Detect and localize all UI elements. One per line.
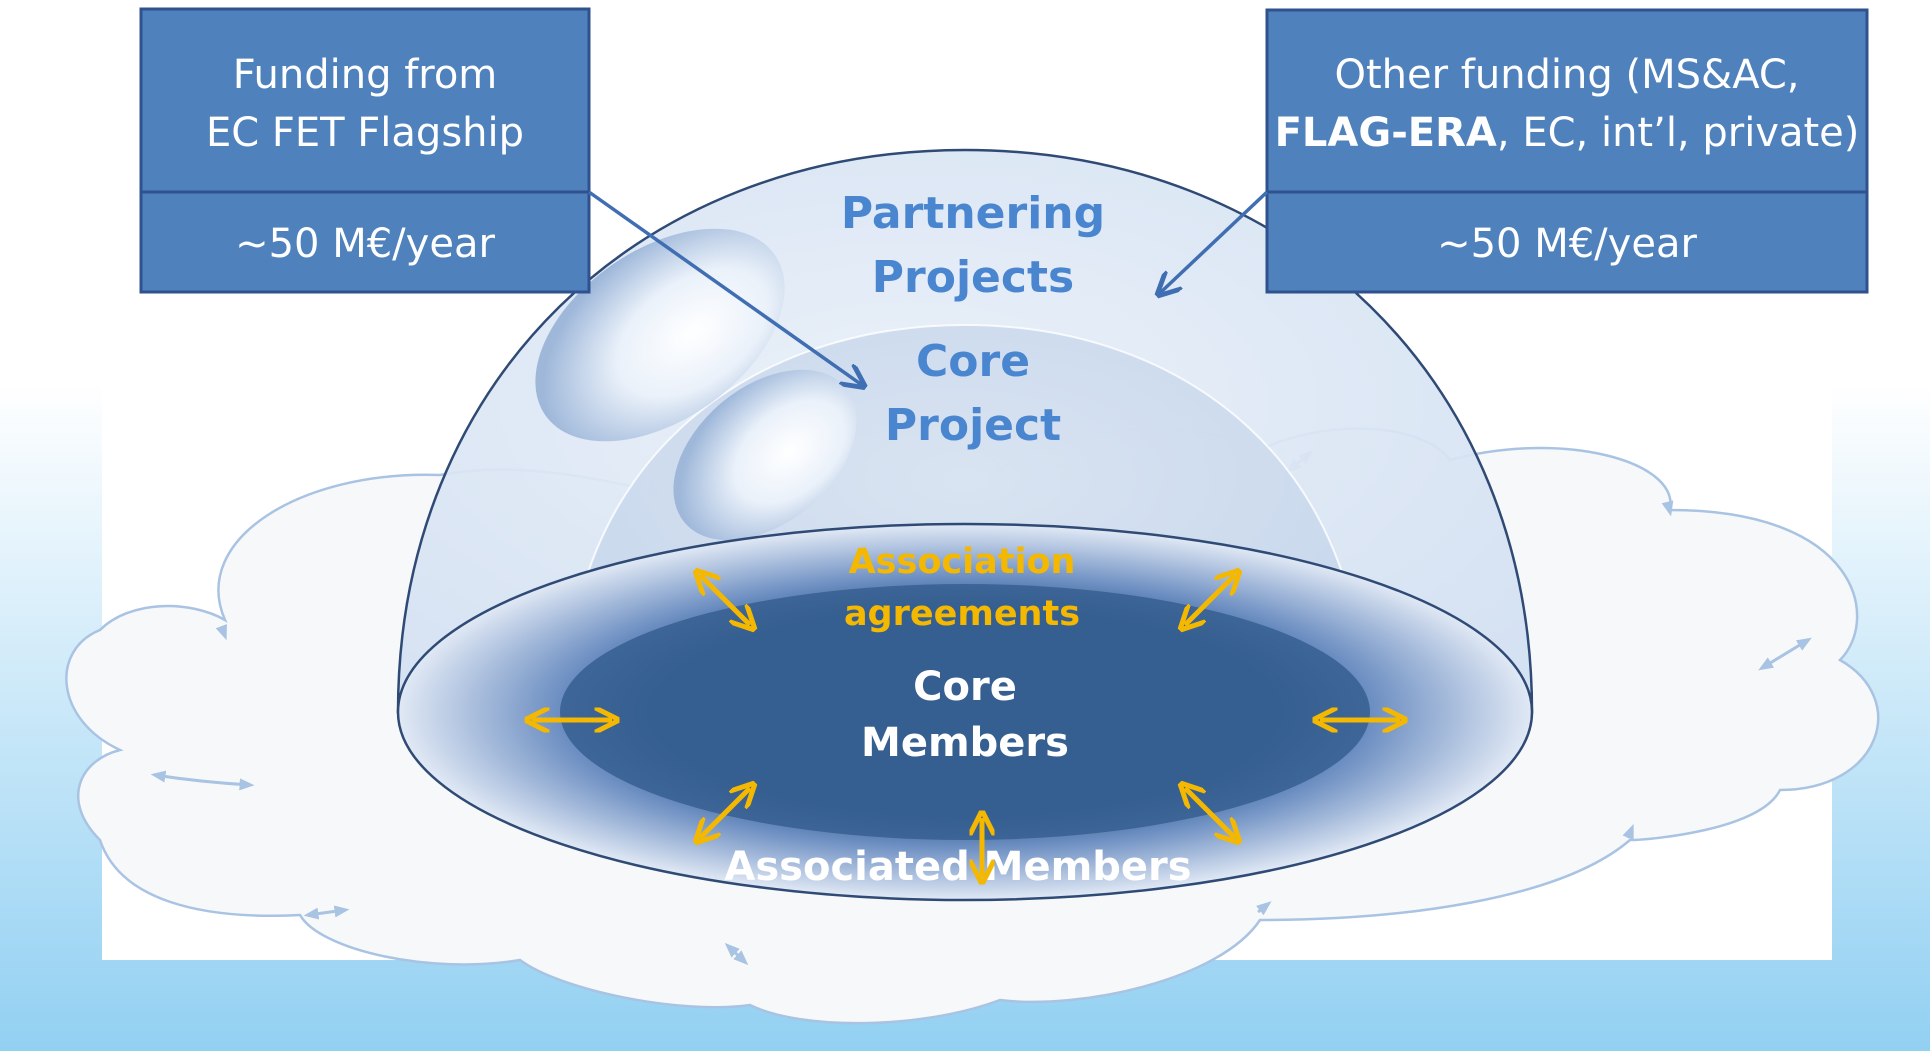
other-funding-title-line1: Other funding (MS&AC, (1334, 52, 1799, 98)
ec-funding-title-line1: Funding from (233, 52, 498, 98)
other-funding-arrow (1160, 190, 1269, 293)
core-members-label-line2: Members (861, 720, 1069, 766)
association-agreement-arrows (532, 575, 1400, 838)
associated-members-label: Associated Members (724, 844, 1191, 890)
ec-funding-box: Funding from EC FET Flagship ~50 M€/year (139, 7, 591, 294)
association-agreements-label-line1: Association (849, 542, 1076, 582)
association-agreements-label-line2: agreements (844, 594, 1080, 634)
other-funding-amount: ~50 M€/year (1437, 221, 1697, 267)
flag-era-label: FLAG-ERA (1275, 110, 1497, 156)
ec-funding-arrow (587, 190, 862, 385)
core-members-label-line1: Core (913, 664, 1017, 710)
core-project-label-line1: Core (916, 336, 1030, 387)
core-project-label-line2: Project (885, 400, 1061, 451)
ec-funding-amount: ~50 M€/year (235, 221, 495, 267)
ec-funding-title-line2: EC FET Flagship (206, 110, 524, 156)
dome-reflection-lower (673, 369, 857, 541)
partnering-projects-label-line1: Partnering (841, 188, 1105, 239)
partnering-projects-label-line2: Projects (872, 252, 1074, 303)
other-funding-box: Other funding (MS&AC, FLAG-ERA, EC, int’… (1265, 8, 1869, 294)
other-funding-title-line2: FLAG-ERA, EC, int’l, private) (1275, 110, 1860, 156)
other-funding-title-rest: , EC, int’l, private) (1497, 110, 1860, 156)
dome-reflection-upper (535, 228, 785, 442)
core-members-disc (560, 584, 1370, 840)
